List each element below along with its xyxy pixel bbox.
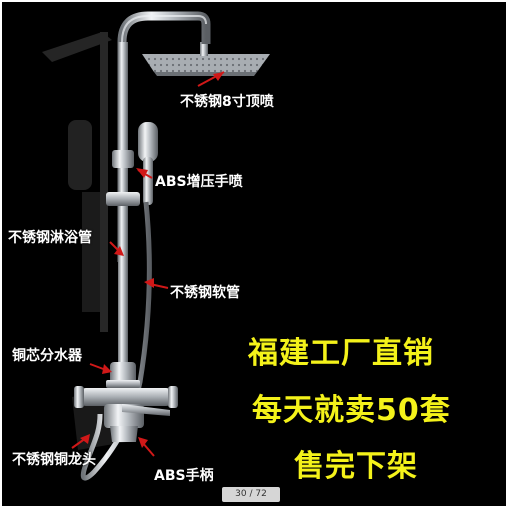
label-diverter: 铜芯分水器 xyxy=(12,348,82,364)
top-shower-head xyxy=(142,42,270,76)
page-counter: 30 / 72 xyxy=(222,487,280,502)
label-top-shower: 不锈钢8寸顶喷 xyxy=(180,94,274,110)
label-hand-shower: ABS增压手喷 xyxy=(155,174,243,190)
riser-pipe xyxy=(118,42,128,372)
shower-arm xyxy=(117,11,211,262)
arrows xyxy=(71,71,225,457)
promo-line-2: 每天就卖50套 xyxy=(252,393,451,428)
shower-hose xyxy=(80,201,152,481)
label-faucet: 不锈钢铜龙头 xyxy=(12,452,96,468)
promo-line-1: 福建工厂直销 xyxy=(248,336,434,371)
mixer-faucet xyxy=(74,386,178,442)
hand-shower-bracket xyxy=(106,150,140,206)
label-handle: ABS手柄 xyxy=(154,468,214,484)
diverter-valve xyxy=(106,362,140,388)
hand-shower xyxy=(138,122,158,205)
label-shower-pipe: 不锈钢淋浴管 xyxy=(8,230,92,246)
promo-line-3: 售完下架 xyxy=(294,449,418,484)
label-hose: 不锈钢软管 xyxy=(170,285,240,301)
